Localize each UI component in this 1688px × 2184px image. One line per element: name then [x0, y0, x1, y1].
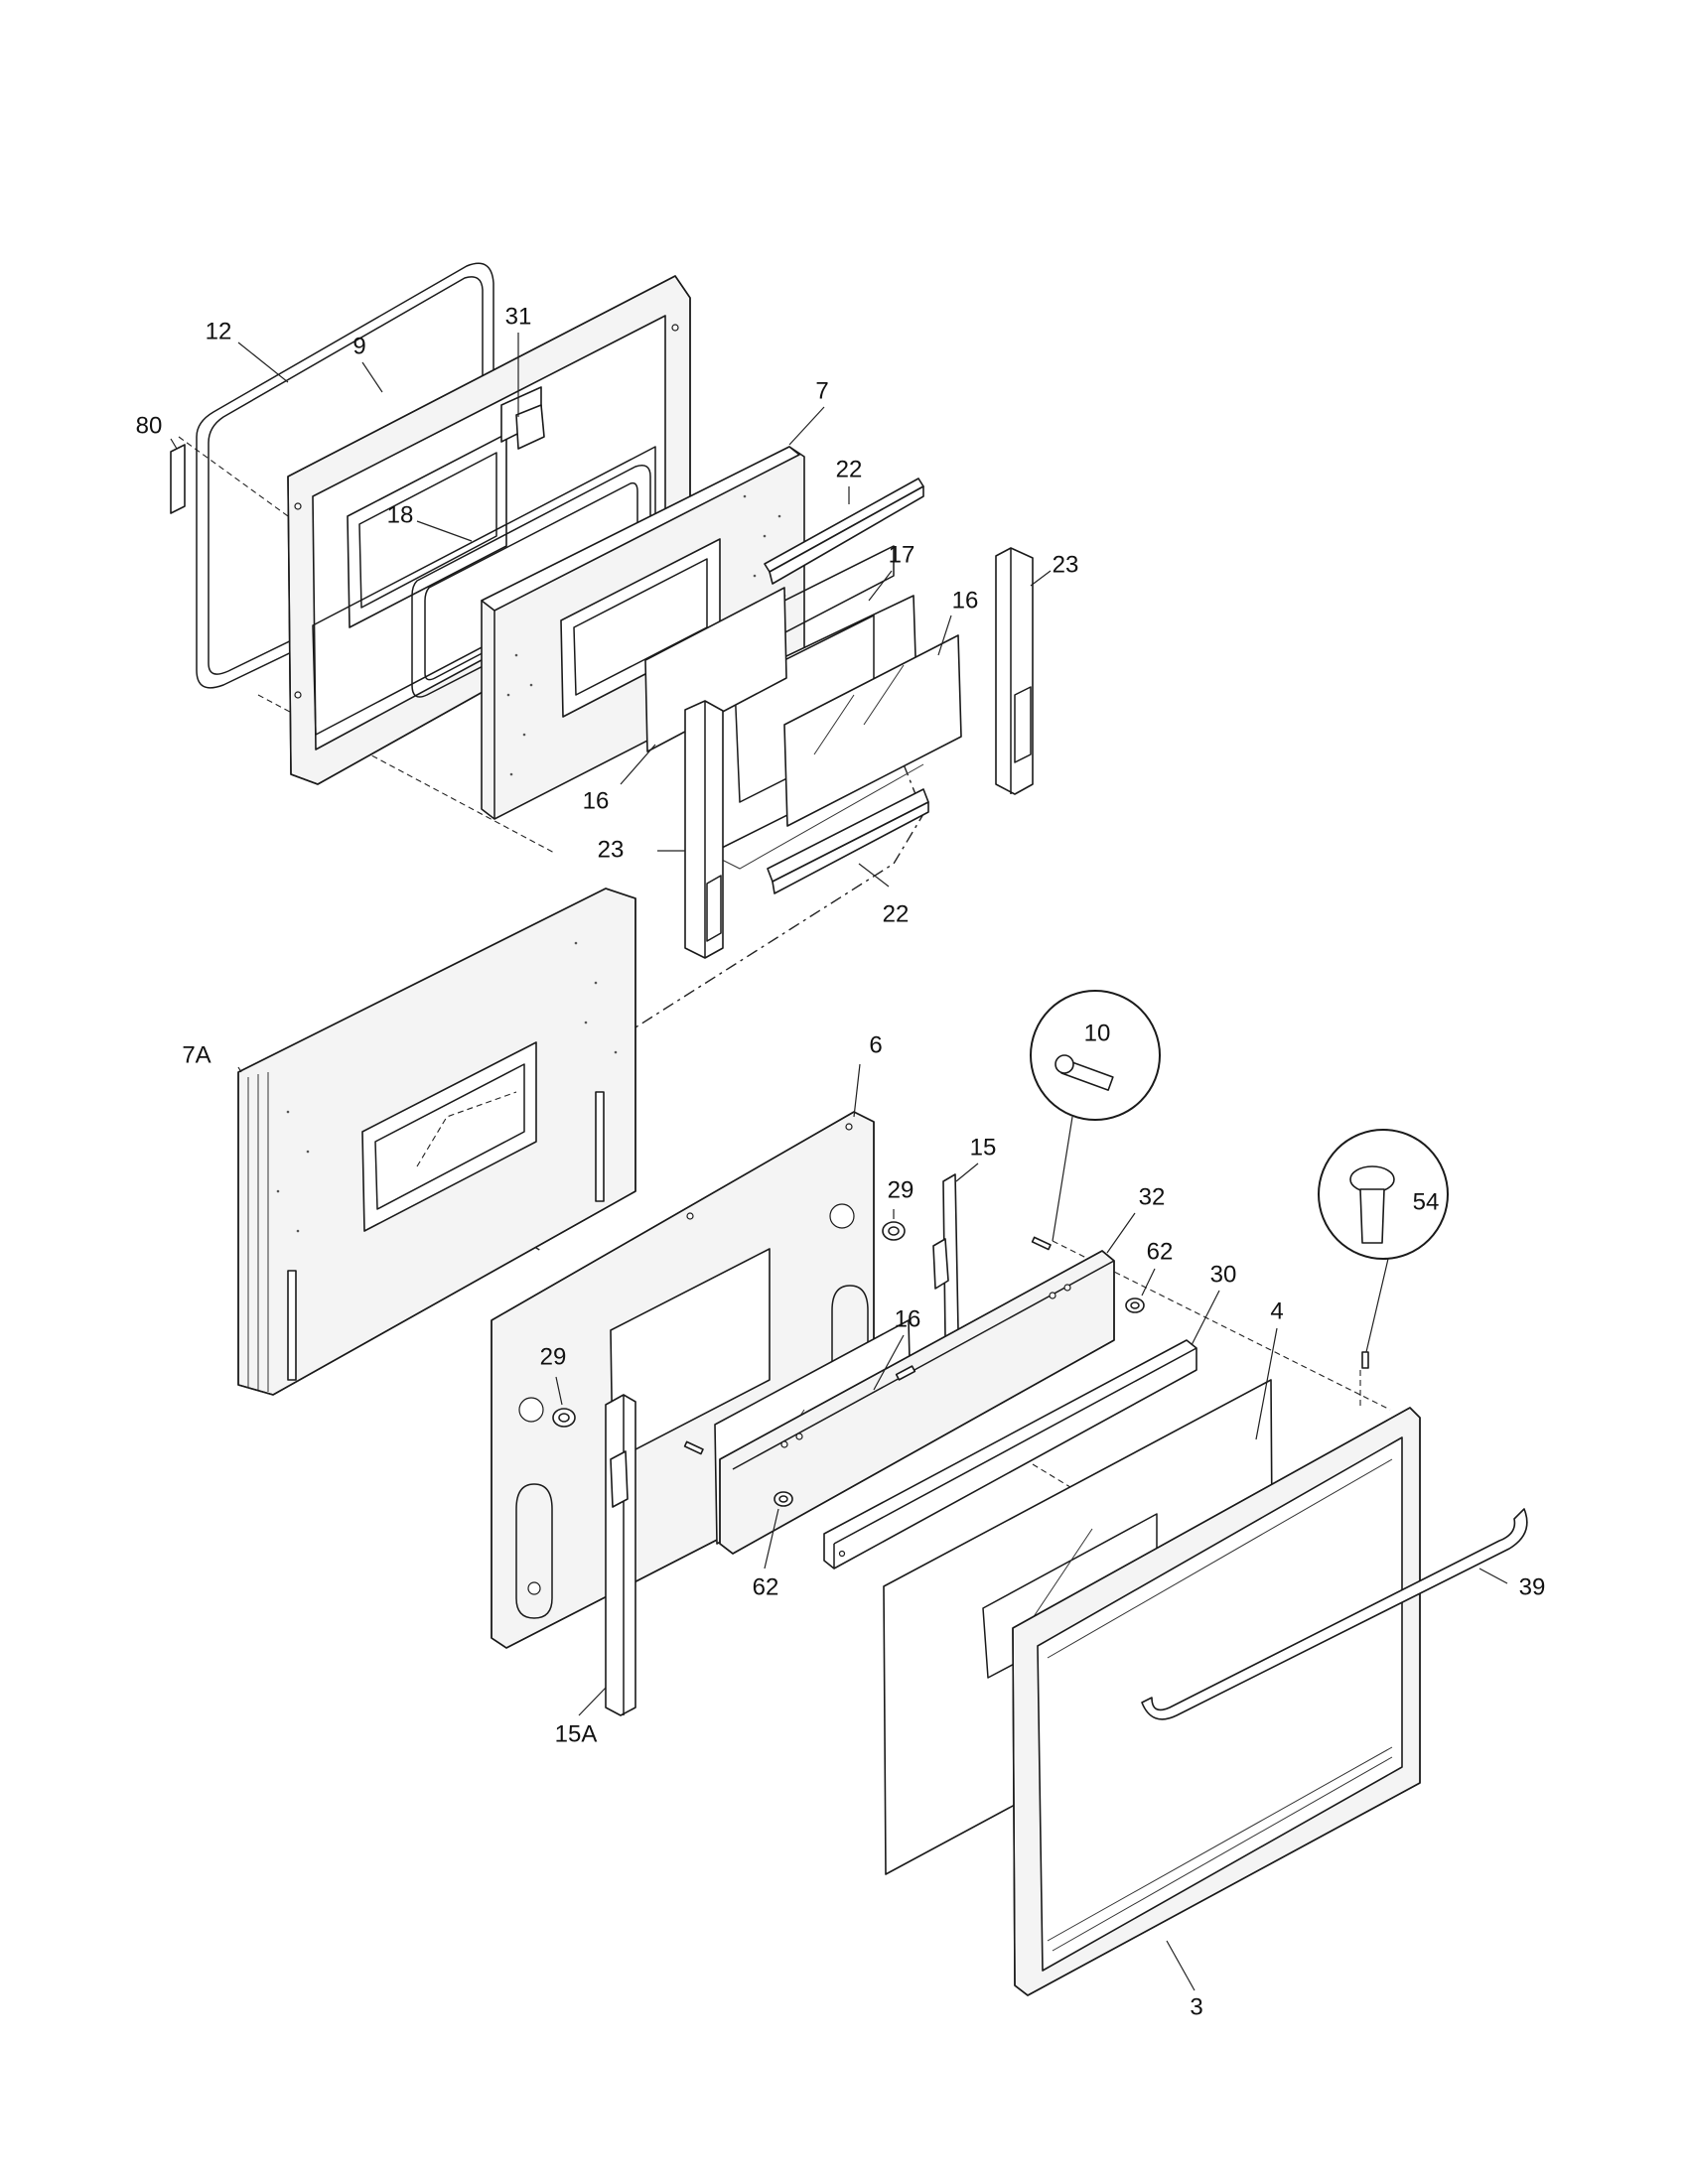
label-31: 31	[505, 303, 532, 330]
label-29-lower: 29	[540, 1343, 567, 1370]
part-labels: 12 31 9 80 7 18 22 17 23 16 16 23 22 7A …	[136, 303, 1546, 2020]
part-22-top-rail	[764, 478, 924, 585]
label-16-lower: 16	[895, 1305, 921, 1332]
label-10: 10	[1084, 1020, 1111, 1046]
label-15A: 15A	[555, 1720, 598, 1747]
label-6: 6	[869, 1031, 882, 1058]
label-62-lower: 62	[753, 1573, 779, 1600]
label-23-right: 23	[1053, 551, 1079, 578]
label-17: 17	[889, 541, 915, 568]
part-15A-channel	[605, 1394, 636, 1716]
part-29-bumper-lower	[552, 1408, 576, 1428]
callout-10	[1030, 990, 1161, 1242]
label-16-right: 16	[952, 587, 979, 614]
label-32: 32	[1139, 1183, 1166, 1210]
screw-right	[1361, 1351, 1369, 1369]
part-15-channel	[932, 1173, 959, 1339]
label-7: 7	[815, 377, 828, 404]
part-39-handle	[1141, 1508, 1528, 1720]
label-18: 18	[387, 501, 414, 528]
part-31-bracket	[515, 404, 545, 450]
label-4: 4	[1270, 1297, 1283, 1324]
part-23-hinge-left	[684, 700, 724, 959]
label-39: 39	[1519, 1573, 1546, 1600]
part-29-bumper-upper	[882, 1221, 906, 1241]
label-22-top: 22	[836, 456, 863, 482]
label-7A: 7A	[182, 1041, 211, 1068]
label-3: 3	[1190, 1993, 1202, 2020]
label-23-left: 23	[598, 836, 625, 863]
part-23-hinge-right	[995, 547, 1034, 795]
part-7-insulation	[481, 446, 805, 820]
part-30-bottom-channel	[823, 1339, 1197, 1570]
label-16-left: 16	[583, 787, 610, 814]
label-22-bottom: 22	[883, 900, 910, 927]
screw-left	[683, 1440, 704, 1455]
part-62-grommet-lower	[774, 1491, 793, 1507]
part-16-glass-panels	[644, 587, 962, 827]
part-80-label	[170, 444, 186, 514]
label-54: 54	[1413, 1188, 1440, 1215]
label-62-upper: 62	[1147, 1238, 1174, 1265]
part-32-vent-channel	[719, 1250, 1115, 1555]
label-29-upper: 29	[888, 1176, 914, 1203]
callout-54	[1318, 1129, 1449, 1353]
part-9-inner-door-liner	[287, 275, 691, 785]
part-7A-insulation	[237, 887, 636, 1396]
label-80: 80	[136, 412, 163, 439]
part-22-bottom-rail	[767, 788, 929, 894]
part-3-door-frame	[1012, 1407, 1421, 1996]
leader-lines	[170, 333, 1508, 1991]
label-15: 15	[970, 1134, 997, 1160]
label-12: 12	[206, 318, 232, 344]
part-62-grommet-upper	[1125, 1297, 1145, 1313]
screw-upper	[1031, 1236, 1052, 1251]
label-30: 30	[1210, 1261, 1237, 1288]
label-9: 9	[352, 333, 365, 359]
